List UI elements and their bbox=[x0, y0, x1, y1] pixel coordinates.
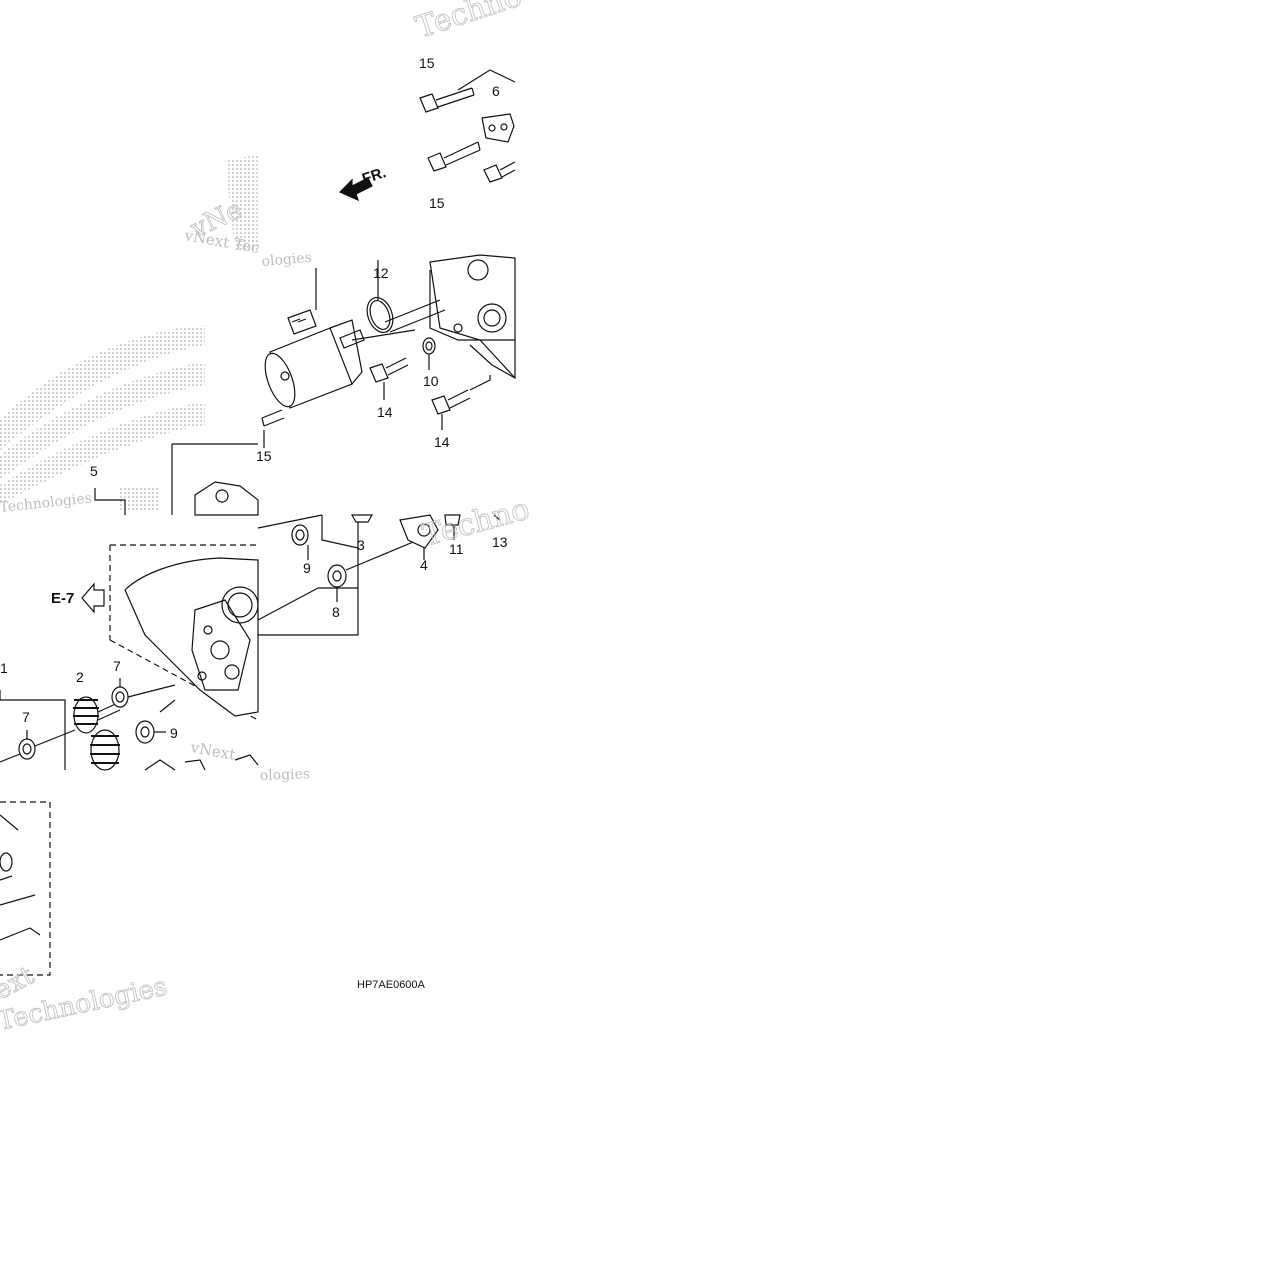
callout-2: 2 bbox=[76, 669, 84, 685]
starter-motor bbox=[264, 309, 365, 409]
watermark-text: ologies bbox=[260, 766, 311, 784]
watermark-text: ologies bbox=[261, 250, 312, 270]
washer-10 bbox=[422, 337, 436, 355]
direction-label: FR. bbox=[360, 164, 388, 188]
bolt-15-mid bbox=[427, 141, 481, 172]
watermark-text: Techno bbox=[419, 492, 533, 554]
detail-tile bbox=[0, 801, 51, 976]
bracket-6 bbox=[481, 113, 515, 143]
bearing-9-lower bbox=[135, 720, 155, 744]
watermark-text: vNext bbox=[188, 738, 236, 764]
callout-8: 8 bbox=[332, 604, 340, 620]
housing-5 bbox=[194, 481, 259, 516]
case-cover bbox=[429, 254, 516, 380]
bolt-14-left bbox=[369, 357, 409, 400]
callout-7: 7 bbox=[113, 658, 121, 674]
callout-6: 6 bbox=[492, 83, 500, 99]
stud-15-lower bbox=[261, 409, 285, 448]
callout-13: 13 bbox=[492, 534, 508, 550]
crankcase bbox=[124, 557, 259, 717]
shaft-tile bbox=[257, 514, 501, 636]
front-arrow-icon bbox=[338, 177, 373, 202]
callout-14: 14 bbox=[434, 434, 450, 450]
bolt-15-top bbox=[419, 87, 475, 113]
callout-9: 9 bbox=[303, 560, 311, 576]
watermark-text: Techno bbox=[412, 0, 526, 46]
bolt-14-right bbox=[431, 375, 491, 430]
reference-arrow-icon bbox=[81, 582, 105, 614]
watermark-layer: Techno vNext Tec vNe ologies Technologie… bbox=[0, 0, 534, 1037]
reference-label: E-7 bbox=[51, 590, 74, 607]
gear-cluster-tile bbox=[0, 544, 259, 771]
bearing-9 bbox=[291, 524, 309, 546]
callout-15: 15 bbox=[256, 448, 272, 464]
gear-cluster bbox=[0, 690, 259, 771]
callout-15: 15 bbox=[429, 195, 445, 211]
callout-11: 11 bbox=[449, 541, 464, 557]
bearing-7-lower bbox=[18, 738, 36, 760]
callout-1: 1 bbox=[0, 660, 8, 676]
callout-14: 14 bbox=[377, 404, 393, 420]
bearing-7-upper bbox=[111, 686, 129, 708]
bearing-8 bbox=[327, 564, 347, 588]
callout-9: 9 bbox=[170, 725, 178, 741]
callout-3: 3 bbox=[357, 537, 365, 553]
callout-15: 15 bbox=[419, 55, 435, 71]
housing-tile bbox=[94, 443, 259, 516]
o-ring-12 bbox=[366, 296, 394, 334]
gear-3 bbox=[350, 514, 374, 523]
callout-layer: 15 6 15 12 10 14 14 15 5 3 11 13 9 4 8 1… bbox=[0, 55, 508, 741]
callout-4: 4 bbox=[420, 557, 428, 573]
plate-4 bbox=[399, 514, 439, 549]
starter-motor-tile bbox=[261, 69, 516, 448]
callout-10: 10 bbox=[423, 373, 439, 389]
wing-logo-watermark bbox=[0, 155, 258, 510]
callout-7: 7 bbox=[22, 709, 30, 725]
drawing-code: HP7AE0600A bbox=[357, 979, 426, 991]
callout-12: 12 bbox=[373, 265, 389, 281]
callout-5: 5 bbox=[90, 463, 98, 479]
